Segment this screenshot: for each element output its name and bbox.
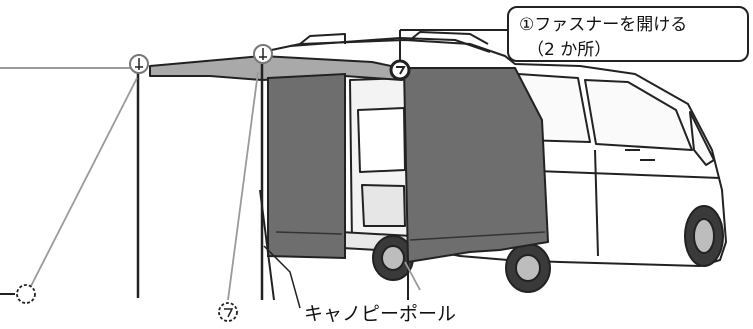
tent-side-panel [268, 74, 345, 258]
canopy-pole-label: キャノピーポール [304, 299, 456, 326]
peg-marker [17, 285, 237, 321]
callout-count: （2 か所） [527, 35, 611, 60]
callout-instruction: ①ファスナーを開ける [519, 10, 687, 35]
zipper-marker [391, 61, 409, 79]
